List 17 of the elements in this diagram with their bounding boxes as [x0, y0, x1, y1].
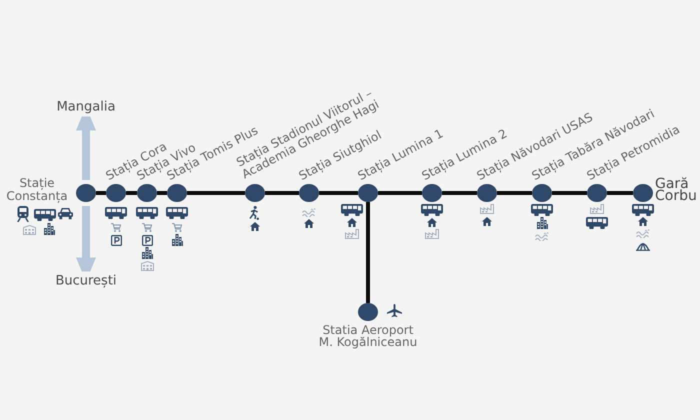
route-line [96, 191, 106, 195]
station-label: Stație Constanța [5, 177, 69, 203]
route-line [442, 191, 477, 195]
route-line [265, 191, 299, 195]
route-line [552, 191, 587, 195]
destination-label: Mangalia [56, 100, 116, 114]
station-label: Statia Aeroport M. Kogălniceanu [318, 324, 418, 348]
station-label: Gară Corbu [655, 178, 698, 202]
route-line [497, 191, 532, 195]
destination-label: București [55, 274, 117, 288]
route-line [187, 191, 245, 195]
route-line [157, 191, 167, 195]
route-line [126, 191, 137, 195]
route-line [319, 191, 358, 195]
route-line [607, 191, 633, 195]
route-line [366, 202, 370, 303]
route-line [378, 191, 422, 195]
